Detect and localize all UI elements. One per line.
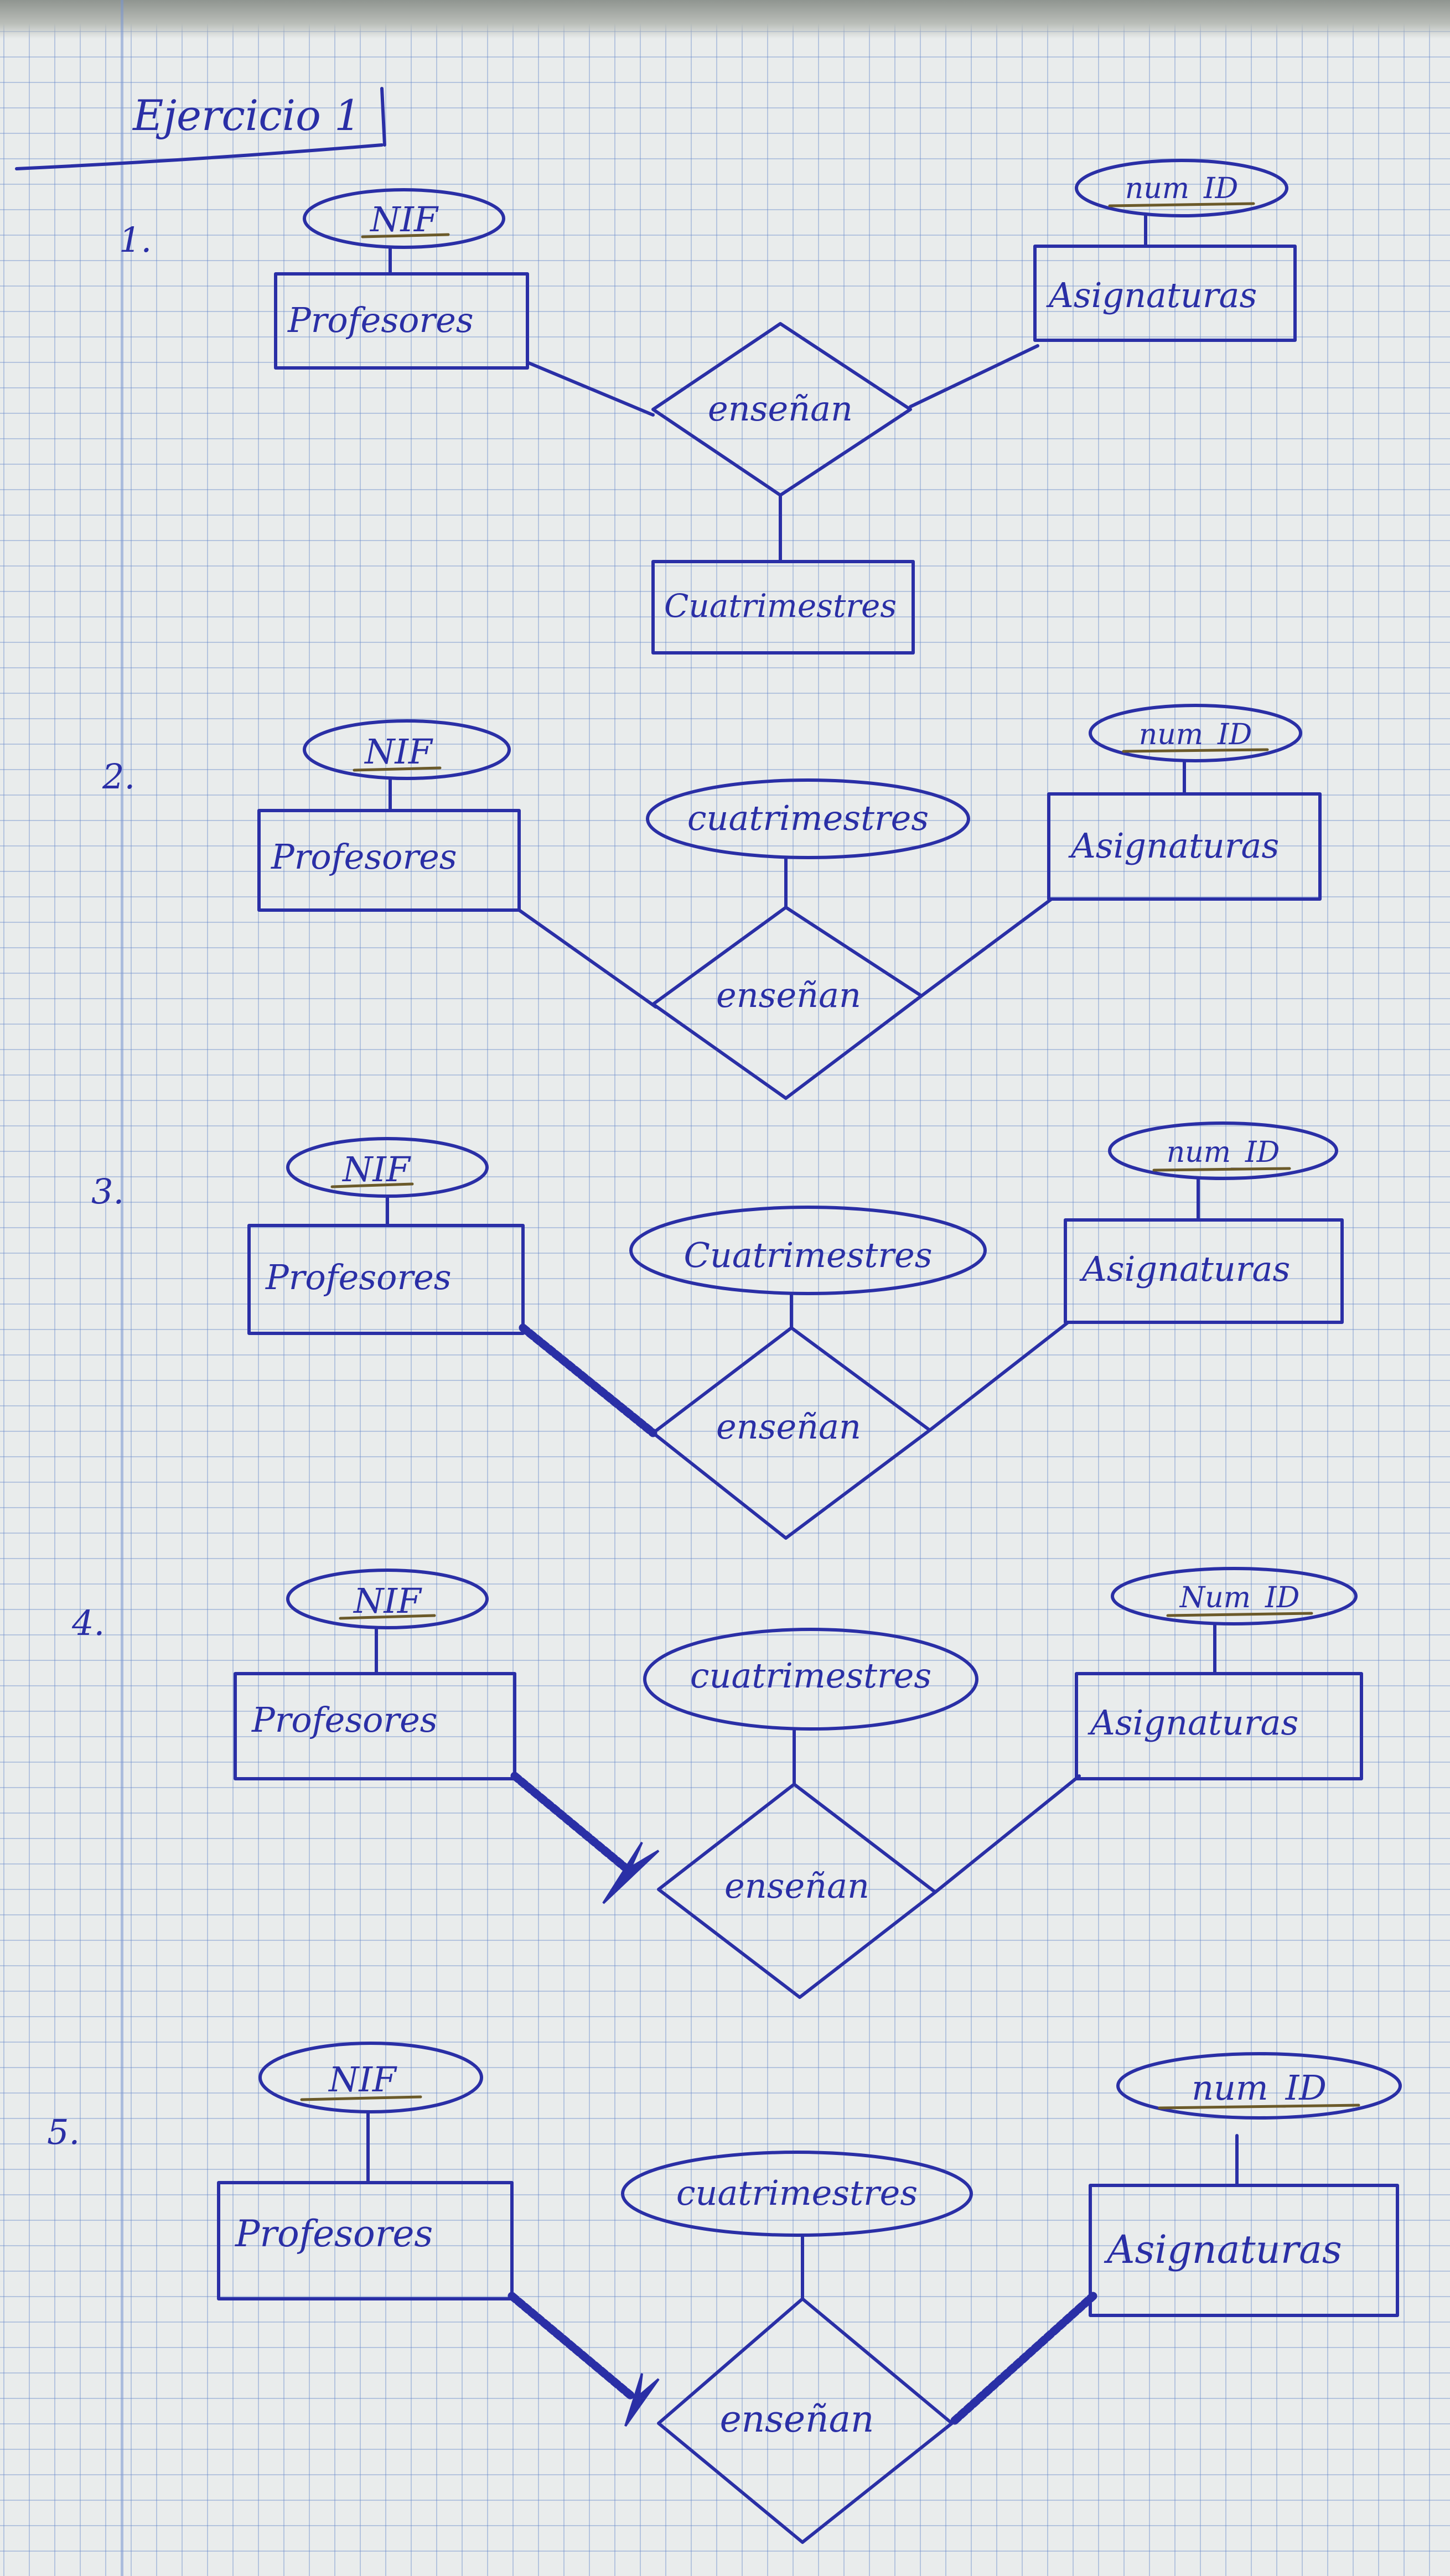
diagram-2-nif-label: NIF — [364, 731, 433, 772]
diagram-3-ensenan-label: enseñan — [716, 1406, 861, 1447]
diagram-3-number: 3. — [91, 1171, 124, 1212]
diagram-4-cuatrimestres-label: cuatrimestres — [690, 1655, 931, 1696]
diagram-4-asignaturas-entity — [1075, 1672, 1363, 1780]
diagram-5-profesores-entity — [217, 2181, 514, 2300]
diagram-1-asignaturas-label: Asignaturas — [1046, 275, 1257, 315]
diagram-1-right-link — [909, 344, 1039, 408]
diagram-2-ensenan-label: enseñan — [716, 975, 861, 1015]
diagram-4-numid-label: Num_ID — [1179, 1581, 1300, 1614]
diagram-4-number: 4. — [71, 1603, 105, 1643]
diagram-2-nif-attribute — [303, 719, 511, 780]
diagram-4-profesores-entity — [234, 1672, 516, 1780]
diagram-4-numid-underline — [1166, 1612, 1313, 1617]
diagram-3-profesores-entity — [247, 1224, 525, 1335]
diagram-5-nif-attribute — [258, 2042, 483, 2113]
diagram-1-profesores-entity — [274, 272, 529, 370]
diagram-5-number: 5. — [47, 2112, 80, 2152]
diagram-5-asignaturas-entity — [1089, 2184, 1399, 2317]
diagram-3-numid-label: num_ID — [1167, 1136, 1280, 1169]
diagram-4-numid-attribute — [1111, 1567, 1358, 1625]
diagram-5-cuatrimestres-label: cuatrimestres — [676, 2173, 918, 2213]
diagram-2-nif-underline — [353, 766, 442, 772]
diagram-4-ensenan-relationship — [657, 1783, 937, 1999]
diagram-5-right-total-link — [950, 2292, 1097, 2425]
diagram-1-nif-label: NIF — [369, 199, 439, 240]
diagram-5-nif-underline — [300, 2095, 422, 2101]
diagram-4-cuatrimestres-attribute — [643, 1628, 978, 1731]
diagram-3-ensenan-relationship — [651, 1326, 931, 1540]
diagram-1-left-link — [526, 361, 655, 417]
margin-line — [121, 0, 123, 2576]
diagram-1-numid-label: num_ID — [1125, 172, 1239, 205]
diagram-2-right-link — [920, 897, 1053, 998]
diagram-3-cuatrimestres-attribute — [629, 1206, 987, 1295]
diagram-2: 2. NIF Profesores num_ID Asignaturas cua… — [102, 704, 1322, 1100]
diagram-4-ensenan-label: enseñan — [724, 1866, 869, 1906]
diagram-5-ensenan-label: enseñan — [720, 2398, 874, 2440]
diagram-3-cuatrimestres-label: Cuatrimestres — [683, 1235, 932, 1275]
diagram-5-profesores-label: Profesores — [235, 2213, 433, 2255]
diagram-1-cuatrimestres-label: Cuatrimestres — [664, 587, 897, 625]
diagram-2-asignaturas-label: Asignaturas — [1068, 825, 1279, 866]
page-top-shadow — [0, 0, 1450, 39]
page-title: Ejercicio 1 — [132, 91, 361, 140]
diagram-4-right-link — [934, 1774, 1081, 1894]
diagram-1-numid-underline — [1108, 202, 1255, 207]
diagram-3-asignaturas-label: Asignaturas — [1079, 1249, 1290, 1289]
diagram-2-numid-attribute — [1089, 704, 1302, 762]
title-box-right — [380, 87, 386, 147]
diagram-5-numid-underline — [1158, 2104, 1360, 2110]
diagram-1-asignaturas-entity — [1033, 245, 1297, 342]
diagram-1-nif-attribute — [303, 188, 505, 249]
diagram-5-numid-attribute — [1116, 2052, 1402, 2120]
diagram-5-numid-label: num_ID — [1192, 2068, 1327, 2108]
diagram-3-nif-label: NIF — [341, 1149, 411, 1190]
diagram-4-profesores-label: Profesores — [251, 1700, 438, 1740]
diagram-2-numid-label: num_ID — [1139, 718, 1252, 751]
diagram-4-left-total-link — [510, 1772, 633, 1874]
diagram-2-cuatrimestres-label: cuatrimestres — [687, 798, 929, 838]
diagram-3-right-link — [928, 1321, 1070, 1432]
diagram-5: 5. NIF Profesores num_ID Asignaturas cua… — [47, 2042, 1402, 2544]
diagram-5-cuatrimestres-attribute — [621, 2151, 973, 2237]
diagram-2-number: 2. — [102, 756, 135, 797]
diagram-4-nif-underline — [339, 1614, 436, 1620]
diagram-1-cuatrimestres-entity — [651, 560, 915, 655]
diagram-2-left-link — [517, 908, 657, 1009]
diagram-1-number: 1. — [119, 220, 152, 260]
diagram-3: 3. NIF Profesores num_ID Asignaturas Cua… — [91, 1121, 1344, 1540]
diagram-1: 1. NIF Profesores num_ID Asignaturas ens… — [119, 159, 1297, 655]
diagram-4-asignaturas-label: Asignaturas — [1088, 1702, 1298, 1743]
diagram-1-profesores-label: Profesores — [287, 300, 474, 340]
diagram-3-asignaturas-entity — [1064, 1218, 1344, 1324]
diagram-3-left-total-link — [519, 1323, 657, 1437]
diagram-4-nif-attribute — [286, 1569, 489, 1629]
title-block: Ejercicio 1 — [15, 87, 386, 170]
diagram-1-ensenan-label: enseñan — [708, 388, 853, 429]
diagram-2-profesores-label: Profesores — [271, 837, 457, 877]
diagram-3-nif-underline — [330, 1182, 414, 1188]
diagram-3-numid-underline — [1152, 1167, 1291, 1172]
diagram-2-asignaturas-entity — [1047, 792, 1322, 901]
diagram-2-profesores-entity — [257, 809, 521, 912]
diagram-2-ensenan-relationship — [651, 906, 923, 1100]
diagram-2-cuatrimestres-attribute — [646, 778, 970, 859]
diagram-5-left-total-link — [508, 2292, 635, 2400]
diagram-5-nif-label: NIF — [328, 2059, 397, 2100]
diagram-4: 4. NIF Profesores Num_ID Asignaturas cua… — [71, 1567, 1363, 1999]
diagram-5-ensenan-relationship — [657, 2297, 954, 2544]
diagram-3-profesores-label: Profesores — [265, 1257, 452, 1297]
diagram-5-asignaturas-label: Asignaturas — [1104, 2227, 1342, 2272]
diagram-2-numid-underline — [1122, 748, 1269, 753]
diagram-5-left-arrowhead — [624, 2373, 660, 2427]
diagram-3-numid-attribute — [1108, 1121, 1338, 1180]
title-underline — [15, 143, 384, 170]
diagram-1-nif-underline — [361, 233, 450, 238]
diagram-4-left-arrowhead — [602, 1841, 660, 1904]
diagram-1-numid-attribute — [1075, 159, 1288, 217]
diagram-4-nif-label: NIF — [353, 1581, 422, 1621]
